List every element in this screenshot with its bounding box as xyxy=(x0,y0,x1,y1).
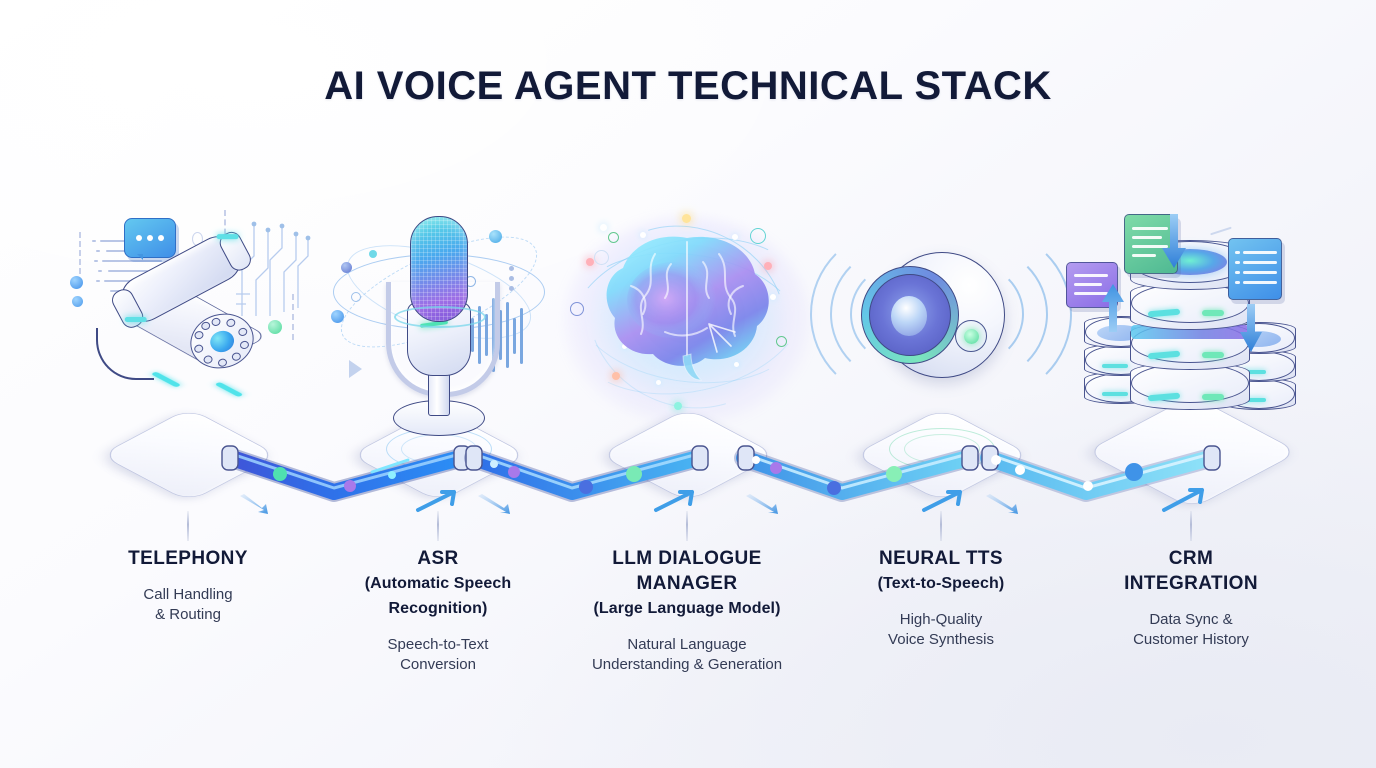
pipe-asr-llm xyxy=(464,444,709,516)
document-card-blue-icon xyxy=(1228,238,1282,300)
stage-desc-line1: High-Quality xyxy=(899,611,983,628)
speaker-led-icon xyxy=(955,320,987,352)
pipe-llm-tts xyxy=(734,444,979,516)
stage-tick xyxy=(940,511,942,541)
stage-title: NEURAL TTS xyxy=(879,548,1003,569)
stage-subtitle: (Text-to-Speech) xyxy=(877,575,1005,592)
arrow-up-icon xyxy=(1102,284,1124,332)
stage-tick xyxy=(1190,511,1192,541)
stage-subtitle: (Automatic Speech Recognition) xyxy=(364,575,512,617)
stage-tick xyxy=(187,511,189,541)
stage-desc-line2: Understanding & Generation xyxy=(591,656,783,673)
stage-title: TELEPHONY xyxy=(128,548,248,569)
circuit-trace-icon xyxy=(236,221,311,316)
arrow-down-icon xyxy=(1162,214,1186,270)
document-card-green-icon xyxy=(1124,214,1178,274)
stage-telephony: TELEPHONY Call Handling & Routing xyxy=(52,0,324,768)
pipe-telephony-asr xyxy=(221,444,471,516)
studio-microphone-icon xyxy=(313,210,563,503)
stage-desc-line2: Voice Synthesis xyxy=(888,631,994,648)
pipe-tts-crm xyxy=(978,444,1221,516)
stage-desc-line2: & Routing xyxy=(155,606,221,623)
database-stack-icon xyxy=(1062,210,1320,509)
arrow-down-right-icon xyxy=(1240,304,1262,352)
stage-desc-line2: Conversion xyxy=(400,656,476,673)
speaker-sphere-icon xyxy=(810,210,1072,503)
stage-desc-line1: Natural Language xyxy=(627,636,747,653)
stage-subtitle: (Large Language Model) xyxy=(593,600,781,617)
stage-tick xyxy=(437,511,439,541)
stage-desc-line1: Call Handling xyxy=(143,586,233,603)
stage-title: ASR xyxy=(417,548,459,569)
stage-asr: ASR (Automatic Speech Recognition) Speec… xyxy=(313,0,563,768)
stage-desc-line2: Customer History xyxy=(1133,631,1249,648)
rotary-telephone-icon xyxy=(52,210,324,503)
chat-bubble-icon xyxy=(124,218,176,260)
stage-desc-line1: Data Sync & xyxy=(1149,611,1233,628)
page-title: AI VOICE AGENT TECHNICAL STACK xyxy=(324,64,1052,108)
brain-shape xyxy=(606,236,769,381)
stage-desc-line1: Speech-to-Text xyxy=(387,636,489,653)
stage-tick xyxy=(686,511,688,541)
stage-tts: NEURAL TTS (Text-to-Speech) High-Quality… xyxy=(810,0,1072,768)
glowing-brain-icon xyxy=(554,192,822,503)
